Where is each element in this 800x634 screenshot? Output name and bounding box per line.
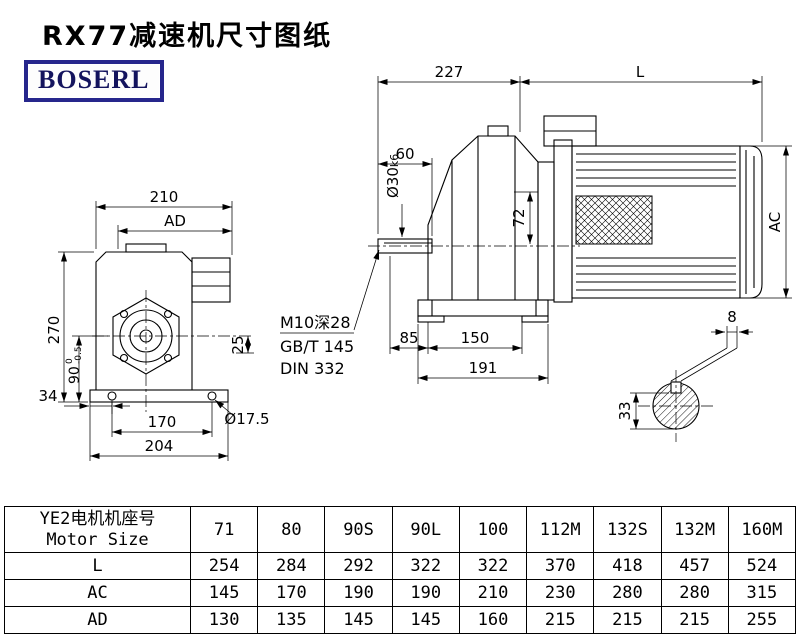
table-header-row: YE2电机机座号 Motor Size 71 80 90S 90L 100 11… xyxy=(4,506,797,553)
row-label: AD xyxy=(4,606,191,634)
dim-85-label: 85 xyxy=(399,329,418,347)
front-view: 210 AD 270 90 0 -0.5 34 25 xyxy=(38,188,270,461)
table-cell: 418 xyxy=(593,552,662,580)
table-cell: 280 xyxy=(660,579,729,607)
motor-size-col: 160M xyxy=(727,506,797,553)
frame-size-header-en: Motor Size xyxy=(46,529,149,550)
dim-AD-label: AD xyxy=(164,212,186,230)
row-label: AC xyxy=(4,579,191,607)
shaft-section-detail: 33 8 xyxy=(616,308,753,442)
dim-90-group: 90 0 -0.5 xyxy=(65,346,84,384)
dim-227-label: 227 xyxy=(435,63,464,81)
terminal-box xyxy=(191,257,231,303)
row-label: L xyxy=(4,552,191,580)
dim-25-label: 25 xyxy=(229,335,247,354)
dim-90-tol-upper: 0 xyxy=(65,358,75,364)
thread-callout: M10深28 xyxy=(280,313,351,332)
frame-size-header: YE2电机机座号 Motor Size xyxy=(4,506,191,553)
table-cell: 215 xyxy=(526,606,595,634)
dim-shaft-group: Ø30k6 xyxy=(384,154,402,198)
table-cell: 130 xyxy=(189,606,259,634)
dim-AC-label: AC xyxy=(766,212,784,232)
frame-size-header-cn: YE2电机机座号 xyxy=(39,508,156,529)
table-cell: 215 xyxy=(593,606,662,634)
dim-shaft-dia: Ø30 xyxy=(384,167,402,198)
table-cell: 170 xyxy=(257,579,326,607)
table-cell: 315 xyxy=(727,579,797,607)
motor-size-col: 90S xyxy=(324,506,393,553)
table-cell: 457 xyxy=(660,552,729,580)
table-cell: 322 xyxy=(391,552,460,580)
table-cell: 145 xyxy=(324,606,393,634)
table-cell: 190 xyxy=(391,579,460,607)
foot-hole xyxy=(107,391,117,401)
motor-size-col: 100 xyxy=(458,506,528,553)
table-cell: 280 xyxy=(593,579,662,607)
svg-text:Ø30k6: Ø30k6 xyxy=(384,154,402,198)
table-cell: 254 xyxy=(189,552,259,580)
motor-size-col: 90L xyxy=(391,506,460,553)
motor-flange xyxy=(553,139,573,303)
technical-drawing: 210 AD 270 90 0 -0.5 34 25 xyxy=(38,63,792,461)
table-cell: 145 xyxy=(189,579,259,607)
table-row-AD: AD 130 135 145 145 160 215 215 215 255 xyxy=(4,606,797,634)
dim-191-label: 191 xyxy=(469,359,498,377)
mounting-base xyxy=(89,389,229,403)
dim-L-label: L xyxy=(636,63,645,81)
gearbox-body-outline xyxy=(95,251,193,391)
brand-logo: BOSERL xyxy=(26,62,162,100)
dim-170-label: 170 xyxy=(148,413,177,431)
motor-size-col: 80 xyxy=(257,506,326,553)
page-title: RX77减速机尺寸图纸 xyxy=(42,21,333,52)
motor-size-col: 71 xyxy=(189,506,259,553)
dim-150-label: 150 xyxy=(461,329,490,347)
dim-33-label: 33 xyxy=(616,401,634,420)
side-view: 227 L 60 Ø30k6 72 M10深28 GB/T 145 DIN 33… xyxy=(280,63,792,384)
dim-34-label: 34 xyxy=(38,387,57,405)
table-cell: 524 xyxy=(727,552,797,580)
dim-72-label: 72 xyxy=(510,208,528,227)
table-cell: 370 xyxy=(526,552,595,580)
table-cell: 292 xyxy=(324,552,393,580)
dim-270-label: 270 xyxy=(45,316,63,345)
motor-dimension-table: YE2电机机座号 Motor Size 71 80 90S 90L 100 11… xyxy=(4,506,797,634)
dim-90-tol-lower: -0.5 xyxy=(74,346,84,364)
table-row-AC: AC 145 170 190 190 210 230 280 280 315 xyxy=(4,579,797,607)
table-cell: 210 xyxy=(458,579,528,607)
foot xyxy=(417,299,549,317)
standard-gbt-label: GB/T 145 xyxy=(280,337,354,356)
table-cell: 255 xyxy=(727,606,797,634)
table-cell: 145 xyxy=(391,606,460,634)
table-cell: 322 xyxy=(458,552,528,580)
table-cell: 215 xyxy=(660,606,729,634)
table-cell: 135 xyxy=(257,606,326,634)
lifting-boss xyxy=(487,125,509,137)
dim-210-label: 210 xyxy=(150,188,179,206)
dim-hole-label: Ø17.5 xyxy=(224,410,269,428)
foot-hole xyxy=(207,391,217,401)
table-cell: 160 xyxy=(458,606,528,634)
motor-fins xyxy=(576,153,736,291)
dim-204-label: 204 xyxy=(145,437,174,455)
dim-60-label: 60 xyxy=(395,145,414,163)
table-cell: 230 xyxy=(526,579,595,607)
standard-din-label: DIN 332 xyxy=(280,359,345,378)
motor-size-col: 132S xyxy=(593,506,662,553)
dim-8-label: 8 xyxy=(727,308,737,326)
dim-90-label: 90 xyxy=(67,366,83,384)
table-row-L: L 254 284 292 322 322 370 418 457 524 xyxy=(4,552,797,580)
motor-size-col: 132M xyxy=(660,506,729,553)
fan-cover xyxy=(739,145,763,299)
stator-section xyxy=(575,195,653,245)
table-cell: 284 xyxy=(257,552,326,580)
table-cell: 190 xyxy=(324,579,393,607)
motor-size-col: 112M xyxy=(526,506,595,553)
top-boss xyxy=(125,243,167,253)
dim-shaft-fit: k6 xyxy=(388,154,401,167)
